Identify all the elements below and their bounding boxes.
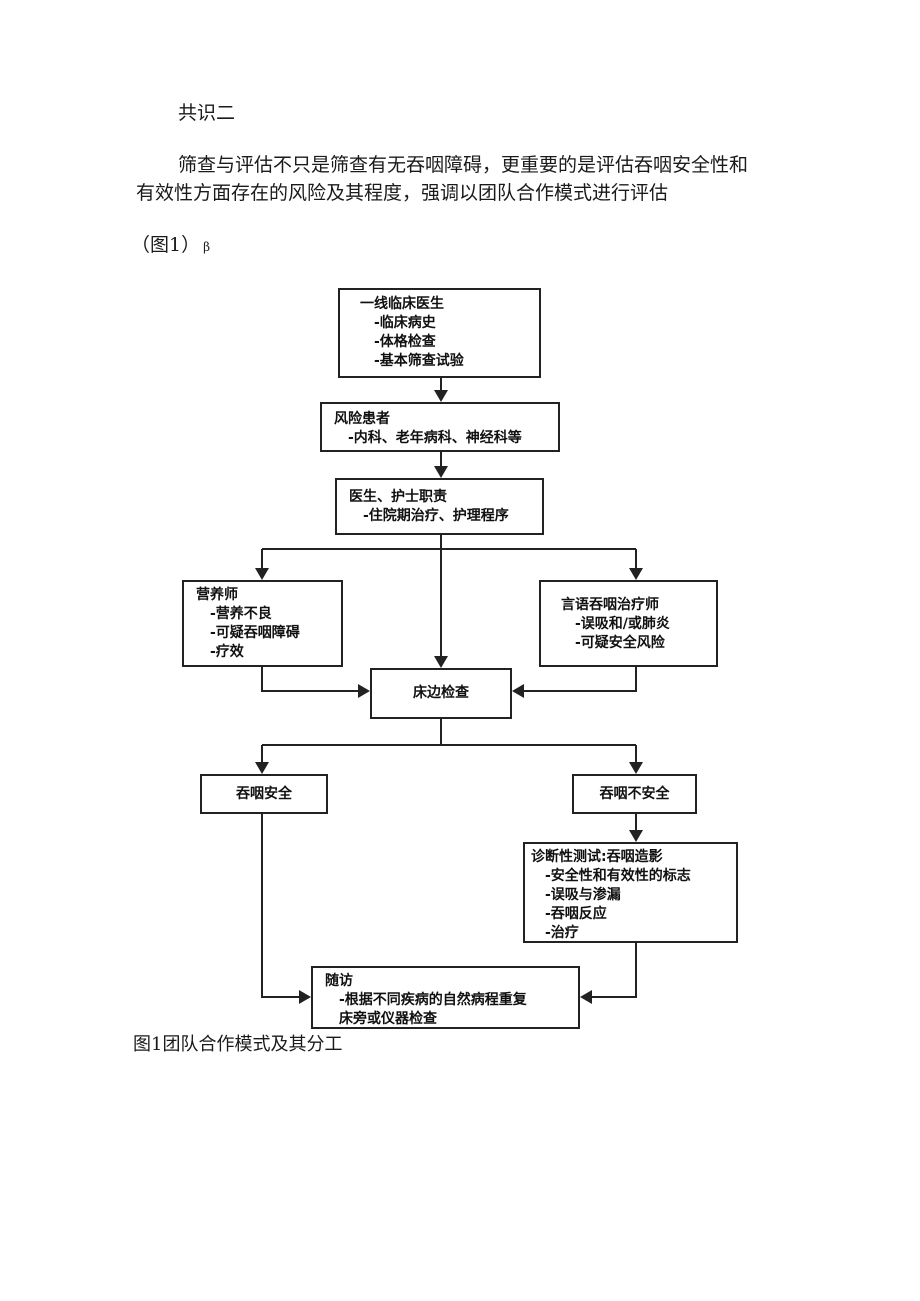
arrow-diagnostic-followup <box>580 990 592 1004</box>
box-dietitian-item: -营养不良 <box>210 606 272 622</box>
figure-reference-text: （图1） <box>131 234 201 256</box>
box-diagnostic-item: -吞咽反应 <box>545 906 607 922</box>
box-therapist-item: -可疑安全风险 <box>575 635 665 651</box>
arrow-dietitian-bedside <box>358 684 370 698</box>
box-swallow-unsafe: 吞咽不安全 <box>572 774 697 814</box>
box-safe-title: 吞咽安全 <box>236 785 292 802</box>
section-heading: 共识二 <box>178 102 236 124</box>
box-risk-patients: 风险患者 -内科、老年病科、神经科等 <box>320 402 560 452</box>
box-bedside-title: 床边检查 <box>413 685 469 701</box>
box-diagnostic-item: -安全性和有效性的标志 <box>545 868 691 884</box>
box-risk-item: -内科、老年病科、神经科等 <box>348 430 522 446</box>
box-followup-item: -根据不同疾病的自然病程重复 <box>339 992 527 1008</box>
connector-safe-followup <box>261 814 301 998</box>
arrow-risk-staff <box>434 466 448 478</box>
connector-dietitian-bedside <box>261 667 360 692</box>
box-dietitian: 营养师 -营养不良 -可疑吞咽障碍 -疗效 <box>182 580 343 667</box>
box-swallow-safe: 吞咽安全 <box>200 774 328 814</box>
paragraph-line-2: 有效性方面存在的风险及其程度，强调以团队合作模式进行评估 <box>136 182 669 204</box>
box-frontline-doctor: 一线临床医生 -临床病史 -体格检查 -基本筛查试验 <box>338 288 541 378</box>
paragraph-line-1: 筛查与评估不只是筛查有无吞咽障碍，更重要的是评估吞咽安全性和 <box>178 154 749 176</box>
box-dietitian-item: -疗效 <box>210 644 244 660</box>
box-bedside-exam: 床边检查 <box>370 668 512 719</box>
connector-therapist-bedside <box>522 667 637 692</box>
box-followup-item: 床旁或仪器检查 <box>339 1011 437 1027</box>
arrow-unsafe-diagnostic <box>629 830 643 842</box>
box-dietitian-title: 营养师 <box>196 587 238 603</box>
connector-diagnostic-followup <box>590 943 637 998</box>
box-staff-item: -住院期治疗、护理程序 <box>363 508 509 524</box>
arrow-to-dietitian <box>255 568 269 580</box>
box-frontline-title: 一线临床医生 <box>360 296 444 312</box>
box-unsafe-title: 吞咽不安全 <box>599 785 670 802</box>
figure-reference-mark: β <box>203 240 211 254</box>
box-diagnostic-item: -误吸与渗漏 <box>545 887 621 903</box>
arrow-to-safe <box>255 762 269 774</box>
arrow-staff-bedside <box>434 656 448 668</box>
box-staff-duties: 医生、护士职责 -住院期治疗、护理程序 <box>335 478 544 535</box>
box-diagnostic-item: -治疗 <box>545 925 579 941</box>
box-risk-title: 风险患者 <box>334 411 390 427</box>
arrow-to-therapist <box>629 568 643 580</box>
arrow-safe-followup <box>299 990 311 1004</box>
box-diagnostic-title: 诊断性测试:吞咽造影 <box>531 849 663 865</box>
box-follow-up: 随访 -根据不同疾病的自然病程重复 床旁或仪器检查 <box>311 966 580 1029</box>
box-therapist-item: -误吸和/或肺炎 <box>575 616 670 632</box>
box-dietitian-item: -可疑吞咽障碍 <box>210 625 300 641</box>
box-frontline-item: -临床病史 <box>374 315 436 331</box>
figure-caption: 图1团队合作模式及其分工 <box>133 1034 343 1055</box>
figure-reference: （图1）β <box>131 233 210 258</box>
box-frontline-item: -体格检查 <box>374 334 436 350</box>
box-frontline-item: -基本筛查试验 <box>374 353 464 369</box>
arrow-therapist-bedside <box>512 684 524 698</box>
arrow-frontline-risk <box>434 390 448 402</box>
box-followup-title: 随访 <box>325 973 353 989</box>
box-staff-title: 医生、护士职责 <box>349 489 447 505</box>
box-diagnostic-test: 诊断性测试:吞咽造影 -安全性和有效性的标志 -误吸与渗漏 -吞咽反应 -治疗 <box>523 842 738 943</box>
arrow-to-unsafe <box>629 762 643 774</box>
box-therapist-title: 言语吞咽治疗师 <box>561 597 659 613</box>
box-speech-therapist: 言语吞咽治疗师 -误吸和/或肺炎 -可疑安全风险 <box>539 580 718 667</box>
